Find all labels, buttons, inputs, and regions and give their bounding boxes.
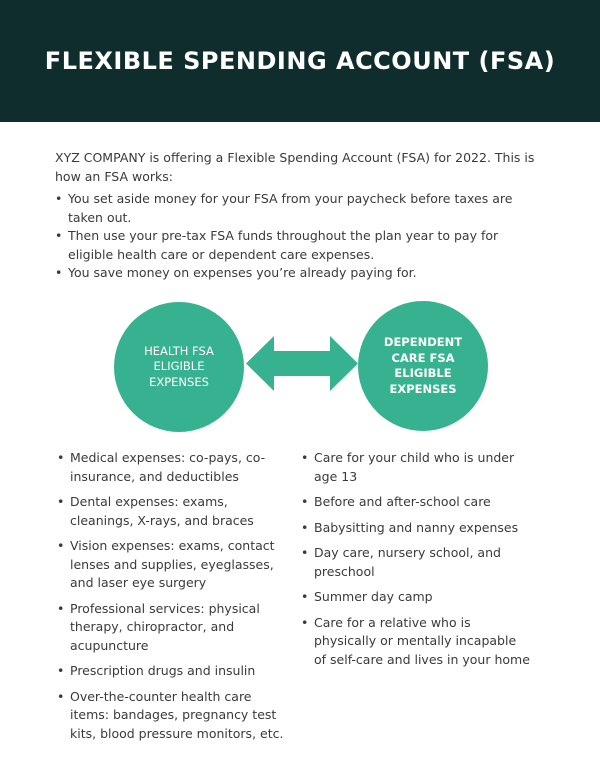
list-item: Medical expenses: co-pays, co-insurance,…: [57, 449, 287, 486]
health-fsa-label: HEALTH FSA ELIGIBLE EXPENSES: [144, 343, 214, 389]
list-item: Summer day camp: [301, 588, 531, 607]
dependent-care-fsa-circle: DEPENDENT CARE FSA ELIGIBLE EXPENSES: [358, 301, 488, 431]
page-title: FLEXIBLE SPENDING ACCOUNT (FSA): [44, 47, 556, 75]
list-item: Care for your child who is under age 13: [301, 449, 531, 486]
list-item: Before and after-school care: [301, 493, 531, 512]
list-item: Prescription drugs and insulin: [57, 662, 287, 681]
list-item: Dental expenses: exams, cleanings, X-ray…: [57, 493, 287, 530]
list-item: Then use your pre-tax FSA funds througho…: [55, 227, 535, 264]
intro-text: XYZ COMPANY is offering a Flexible Spend…: [55, 150, 535, 184]
list-item: Professional services: physical therapy,…: [57, 600, 287, 656]
list-item: Day care, nursery school, and preschool: [301, 544, 531, 581]
list-item: Care for a relative who is physically or…: [301, 614, 531, 670]
health-expenses-list: Medical expenses: co-pays, co-insurance,…: [57, 449, 287, 750]
intro-section: XYZ COMPANY is offering a Flexible Spend…: [55, 149, 535, 283]
health-fsa-circle: HEALTH FSA ELIGIBLE EXPENSES: [114, 302, 244, 432]
list-item: Vision expenses: exams, contact lenses a…: [57, 537, 287, 593]
list-item: You save money on expenses you’re alread…: [55, 264, 535, 283]
list-item: You set aside money for your FSA from yo…: [55, 190, 535, 227]
list-item: Over-the-counter health care items: band…: [57, 688, 287, 744]
dependent-care-fsa-label: DEPENDENT CARE FSA ELIGIBLE EXPENSES: [383, 335, 463, 396]
list-item: Babysitting and nanny expenses: [301, 519, 531, 538]
header-banner: FLEXIBLE SPENDING ACCOUNT (FSA): [0, 0, 600, 122]
double-arrow-icon: [246, 336, 358, 391]
intro-list: You set aside money for your FSA from yo…: [55, 190, 535, 283]
dependent-care-expenses-list: Care for your child who is under age 13 …: [301, 449, 531, 676]
